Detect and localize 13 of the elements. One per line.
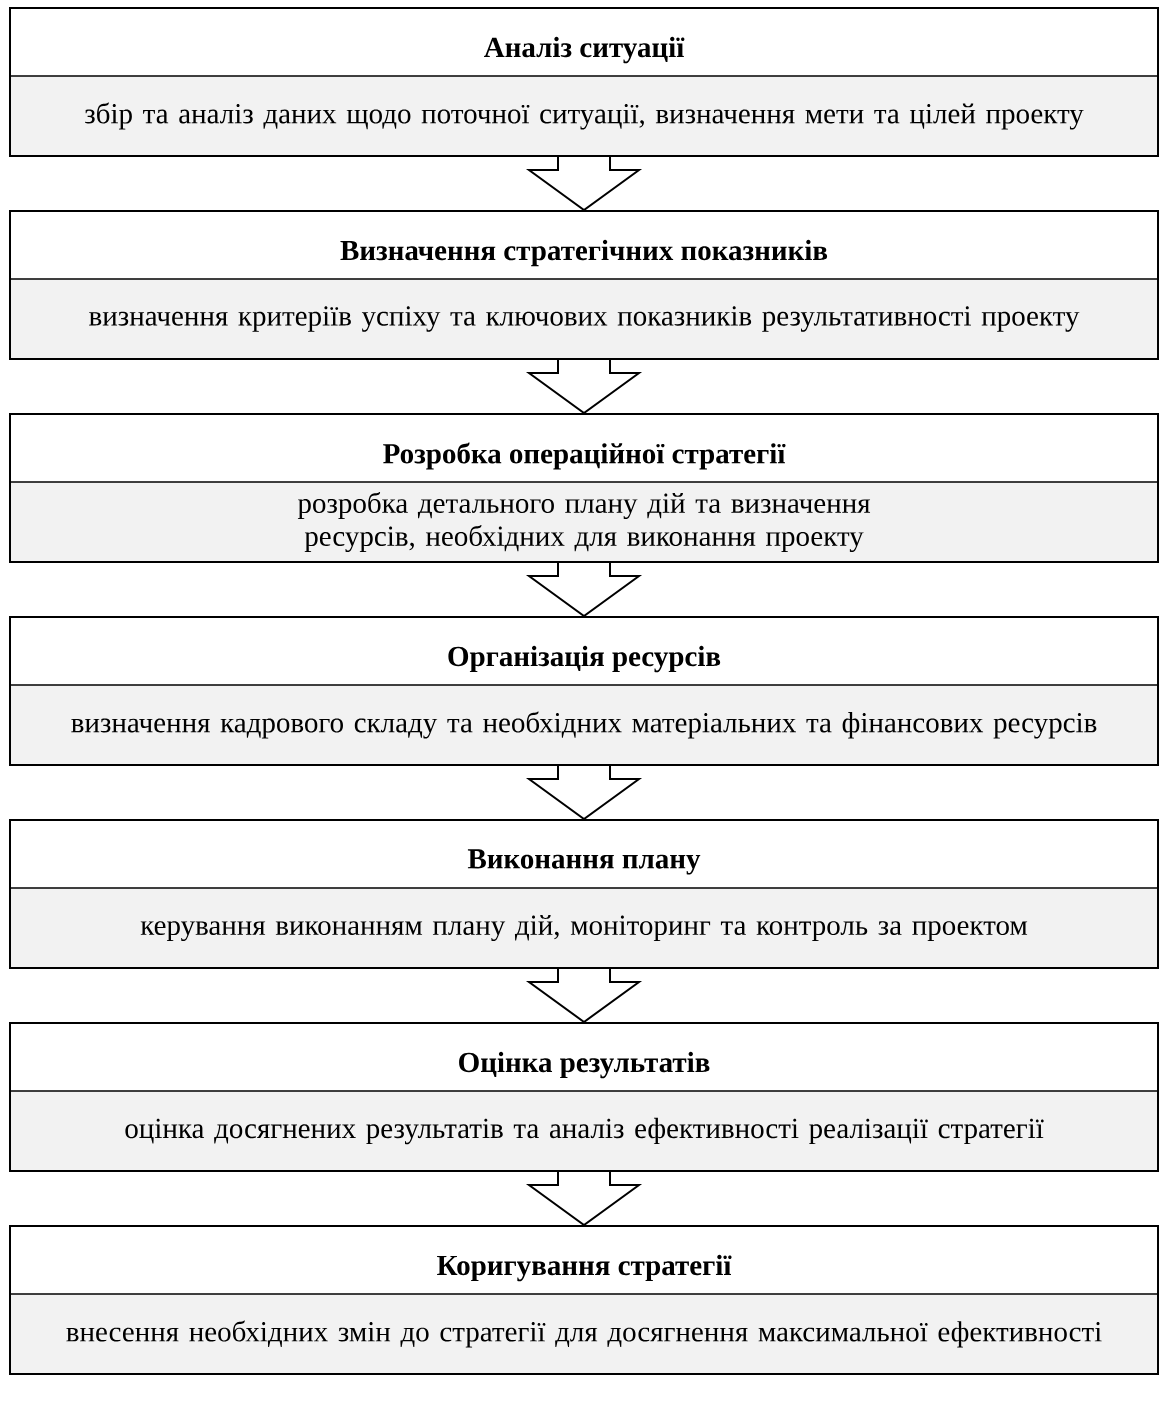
stage-box: Коригування стратегії внесення необхідних змін до стратегії для досягнення максимальної ефективності bbox=[9, 1225, 1159, 1375]
stage-box: Оцінка результатів оцінка досягнених результатів та аналіз ефективності реалізації стратегії bbox=[9, 1022, 1159, 1172]
block-arrow bbox=[525, 1171, 643, 1227]
block-arrow bbox=[525, 359, 643, 415]
block-arrow bbox=[525, 968, 643, 1024]
stage-box: Визначення стратегічних показників визначення критеріїв успіху та ключових показників результативності проекту bbox=[9, 210, 1159, 360]
stage-box: Розробка операційної стратегії розробка детального плану дій та визначення ресурсів, необхідних для виконання проекту bbox=[9, 413, 1159, 563]
block-arrow bbox=[525, 765, 643, 821]
stage-box: Організація ресурсів визначення кадрового складу та необхідних матеріальних та фінансових ресурсів bbox=[9, 616, 1159, 766]
block-arrow bbox=[525, 156, 643, 212]
block-arrow bbox=[525, 562, 643, 618]
stage-box: Виконання плану керування виконанням плану дій, моніторинг та контроль за проектом bbox=[9, 819, 1159, 969]
stage-box: Аналіз ситуації збір та аналіз даних щодо поточної ситуації, визначення мети та цілей проекту bbox=[9, 7, 1159, 157]
